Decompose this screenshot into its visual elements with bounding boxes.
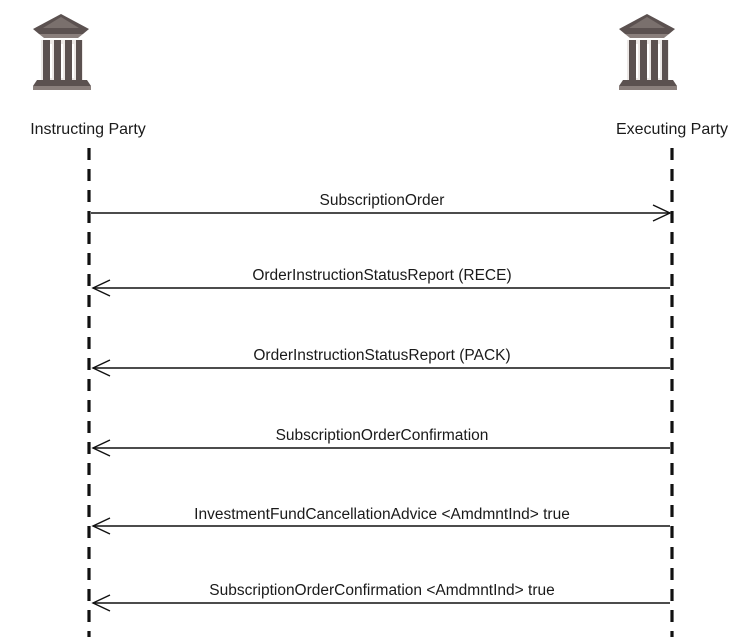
instructing-party: Instructing Party <box>30 14 146 637</box>
arrow-left-icon <box>91 439 111 457</box>
arrow-left-icon <box>91 517 111 535</box>
message-status-report-pack: OrderInstructionStatusReport (PACK) <box>91 347 670 377</box>
arrow-left-icon <box>91 279 111 297</box>
message-label: OrderInstructionStatusReport (RECE) <box>252 267 511 284</box>
message-cancellation-advice: InvestmentFundCancellationAdvice <Amdmnt… <box>91 506 670 535</box>
arrow-left-icon <box>91 359 111 377</box>
message-subscription-order-confirmation: SubscriptionOrderConfirmation <box>91 427 670 457</box>
arrow-right-icon <box>652 204 672 222</box>
message-label: SubscriptionOrderConfirmation <box>276 427 489 444</box>
message-label: OrderInstructionStatusReport (PACK) <box>253 347 510 364</box>
bank-building-icon <box>619 14 677 90</box>
message-status-report-rece: OrderInstructionStatusReport (RECE) <box>91 267 670 297</box>
message-label: SubscriptionOrder <box>320 192 445 209</box>
arrow-left-icon <box>91 594 111 612</box>
bank-building-icon <box>33 14 91 90</box>
instructing-party-label: Instructing Party <box>30 121 146 138</box>
executing-party-label: Executing Party <box>616 121 728 138</box>
message-subscription-order: SubscriptionOrder <box>91 192 672 222</box>
message-label: InvestmentFundCancellationAdvice <Amdmnt… <box>194 506 570 523</box>
message-confirmation-amendment: SubscriptionOrderConfirmation <AmdmntInd… <box>91 582 670 612</box>
executing-party: Executing Party <box>616 14 728 637</box>
message-label: SubscriptionOrderConfirmation <AmdmntInd… <box>209 582 554 599</box>
